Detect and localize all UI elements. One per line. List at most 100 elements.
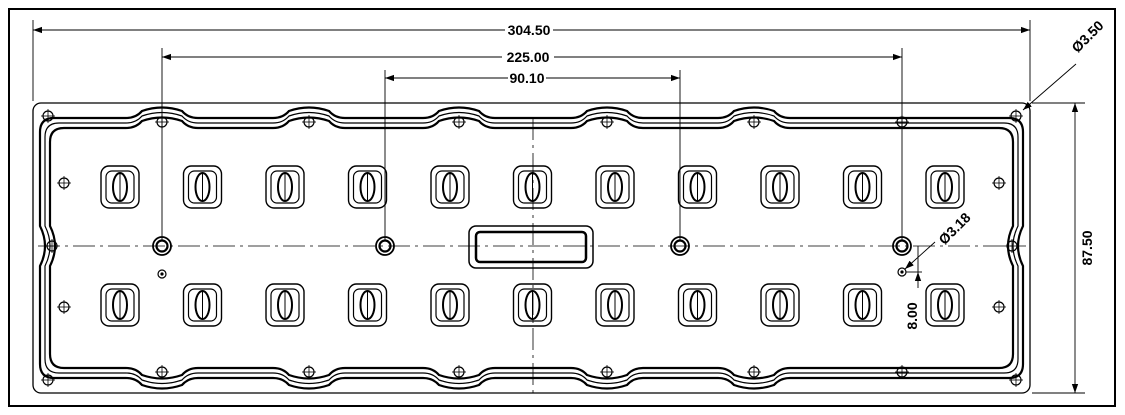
lens-body	[930, 170, 960, 204]
screw-hole	[1009, 109, 1023, 123]
lens-body	[187, 288, 218, 322]
screw-hole	[45, 239, 59, 253]
dim-text-outer-pitch: 225.00	[507, 49, 550, 65]
lens	[430, 283, 470, 327]
lens-body	[682, 170, 713, 204]
dim-text-small-hole-offset: 8.00	[904, 302, 920, 329]
lens	[925, 165, 965, 209]
lens-housing	[677, 165, 718, 209]
lens-housing	[842, 283, 883, 327]
small-hole	[157, 269, 167, 279]
lens	[677, 165, 718, 209]
lens	[100, 283, 140, 327]
lens-housing	[925, 283, 965, 327]
screw-hole	[992, 300, 1006, 314]
lens	[595, 283, 635, 327]
lens-body	[517, 288, 548, 322]
lens-body	[105, 170, 135, 204]
screw-hole	[747, 115, 761, 129]
lens	[512, 165, 553, 209]
gasket-middle	[44, 111, 1019, 385]
center-slot	[468, 225, 594, 269]
lens-housing	[925, 165, 965, 209]
screw-hole	[1005, 239, 1019, 253]
lens-body	[270, 288, 300, 322]
leader-corner-hole	[1022, 63, 1077, 111]
gasket-outer	[38, 106, 1025, 390]
lens-housing	[760, 165, 800, 209]
dim-text-overall-height: 87.50	[1079, 230, 1095, 265]
screw-hole	[992, 176, 1006, 190]
lens-body	[187, 170, 218, 204]
lens-body	[765, 288, 795, 322]
lens-housing	[512, 165, 553, 209]
boss-hole	[673, 239, 687, 253]
lens-body	[105, 288, 135, 322]
lens-body	[600, 288, 630, 322]
boss-hole	[155, 239, 169, 253]
lens-housing	[182, 165, 223, 209]
lens-housing	[595, 165, 635, 209]
slot-outer	[468, 225, 594, 269]
lens	[265, 283, 305, 327]
lens	[347, 283, 388, 327]
screw-hole	[302, 115, 316, 129]
lens	[512, 283, 553, 327]
screw-hole	[452, 115, 466, 129]
lens-body	[352, 170, 383, 204]
dim-text-corner-hole: Ø3.50	[1068, 17, 1106, 55]
screw-hole	[155, 365, 169, 379]
plate-outer-edge	[32, 102, 1031, 394]
small-hole-center	[160, 272, 164, 276]
lens-housing	[595, 283, 635, 327]
lens	[842, 165, 883, 209]
dim-text-small-hole: Ø3.18	[935, 209, 973, 247]
lens	[265, 165, 305, 209]
boss-hole	[895, 239, 909, 253]
screw-hole	[41, 109, 55, 123]
lens-housing	[182, 283, 223, 327]
lens	[677, 283, 718, 327]
screw-holes	[41, 109, 1023, 387]
lens-body	[765, 170, 795, 204]
dimensions	[32, 20, 1085, 394]
lens	[925, 283, 965, 327]
small-hole-center	[900, 270, 904, 274]
plate-outline	[32, 102, 1031, 394]
leader-small-hole	[904, 241, 936, 270]
lens	[760, 283, 800, 327]
lens-body	[435, 288, 465, 322]
screw-hole	[600, 115, 614, 129]
lens-housing	[430, 283, 470, 327]
lens	[100, 165, 140, 209]
lens-body	[600, 170, 630, 204]
lens-housing	[842, 165, 883, 209]
lens-body	[847, 288, 878, 322]
lens-body	[270, 170, 300, 204]
lens	[842, 283, 883, 327]
lens-body	[352, 288, 383, 322]
gasket-inner	[48, 116, 1015, 380]
lens	[182, 165, 223, 209]
lens-housing	[347, 165, 388, 209]
lens-body	[517, 170, 548, 204]
lens	[430, 165, 470, 209]
lens-housing	[265, 165, 305, 209]
boss-hole	[378, 239, 392, 253]
dim-text-overall-length: 304.50	[508, 22, 551, 38]
screw-hole	[600, 365, 614, 379]
screw-hole	[1009, 373, 1023, 387]
lens	[347, 165, 388, 209]
screw-hole	[895, 365, 909, 379]
screw-hole	[57, 300, 71, 314]
lens	[760, 165, 800, 209]
lens-array	[100, 165, 965, 327]
center-lines	[38, 118, 1026, 395]
lens-housing	[347, 283, 388, 327]
screw-hole	[452, 365, 466, 379]
screw-hole	[57, 176, 71, 190]
lens	[595, 165, 635, 209]
lens-body	[435, 170, 465, 204]
lens	[182, 283, 223, 327]
lens-housing	[430, 165, 470, 209]
